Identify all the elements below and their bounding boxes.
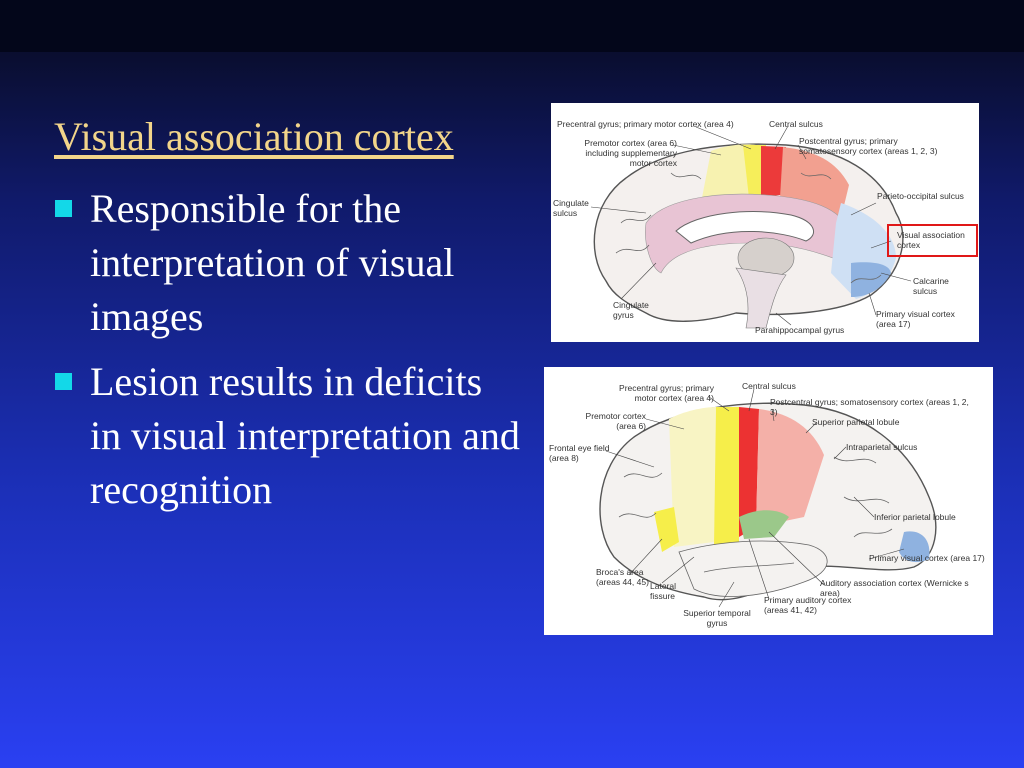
visual-association-highlight-box <box>887 224 978 257</box>
primary-visual-label: Primary visual cortex (area 17) <box>869 553 985 563</box>
primary-visual-label: Primary visual cortex (area 17) <box>876 309 955 329</box>
postcentral-label: Postcentral gyrus; somatosensory cortex … <box>770 397 969 417</box>
superior-temporal-label: Superior temporal gyrus <box>683 608 751 628</box>
medial-brain-figure: Precentral gyrus; primary motor cortex (… <box>551 103 979 342</box>
precentral-label: Precentral gyrus; primary motor cortex (… <box>619 383 714 403</box>
auditory-association-label: Auditory association cortex (Wernicke s … <box>820 578 969 598</box>
visual-association-label: Visual association cortex <box>897 230 965 250</box>
central-sulcus-label: Central sulcus <box>769 119 823 129</box>
bullet-text: Responsible for the interpretation of vi… <box>90 186 455 339</box>
bullet-text: Lesion results in deficits in visual int… <box>90 359 520 512</box>
medial-brain-illustration <box>590 125 912 329</box>
parieto-occipital-label: Parieto-occipital sulcus <box>877 191 964 201</box>
frontal-eye-field-label: Frontal eye field (area 8) <box>549 443 610 463</box>
bullet-list: Responsible for the interpretation of vi… <box>52 182 522 528</box>
inferior-parietal-label: Inferior parietal lobule <box>874 512 956 522</box>
calcarine-label: Calcarine sulcus <box>913 276 949 296</box>
square-bullet-icon <box>55 373 72 390</box>
top-band <box>0 0 1024 52</box>
lateral-fissure-label: Lateral fissure <box>650 581 676 601</box>
premotor-label: Premotor cortex (area 6) <box>585 411 646 431</box>
slide-title: Visual association cortex <box>54 114 454 159</box>
lateral-brain-figure: Precentral gyrus; primary motor cortex (… <box>544 367 993 635</box>
bullet-item: Lesion results in deficits in visual int… <box>52 355 522 517</box>
primary-auditory-label: Primary auditory cortex (areas 41, 42) <box>764 595 852 615</box>
square-bullet-icon <box>55 200 72 217</box>
postcentral-label: Postcentral gyrus; primary somatosensory… <box>799 136 938 156</box>
parahippocampal-label: Parahippocampal gyrus <box>755 325 845 335</box>
precentral-label: Precentral gyrus; primary motor cortex (… <box>557 119 734 129</box>
cingulate-sulcus-label: Cingulate sulcus <box>553 198 589 218</box>
lateral-brain-illustration <box>599 388 937 608</box>
intraparietal-label: Intraparietal sulcus <box>846 442 918 452</box>
superior-parietal-label: Superior parietal lobule <box>812 417 900 427</box>
cingulate-gyrus-label: Cingulate gyrus <box>613 300 649 320</box>
premotor-label: Premotor cortex (area 6) including suppl… <box>584 138 677 168</box>
brocas-area-label: Broca's area (areas 44, 45) <box>596 567 649 587</box>
bullet-item: Responsible for the interpretation of vi… <box>52 182 522 344</box>
central-sulcus-label: Central sulcus <box>742 381 796 391</box>
